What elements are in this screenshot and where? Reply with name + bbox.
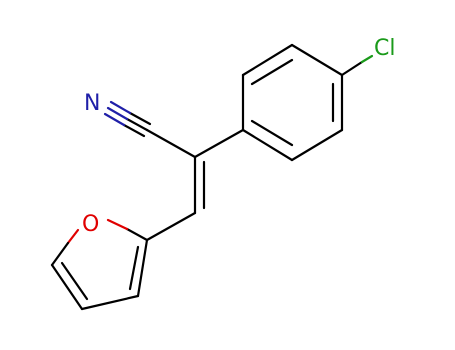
nitrile-triple-bond (103, 100, 152, 138)
ring-bond-e (241, 128, 294, 162)
ring-inner-bond-3 (250, 119, 294, 147)
c-cl-bond (340, 60, 364, 77)
chlorophenyl-ring (241, 43, 344, 162)
ring-bond-b (290, 43, 344, 77)
chlorine-label: Cl (374, 36, 395, 61)
ring-to-alpha-bond (193, 128, 245, 159)
ring-bond-d (290, 128, 344, 162)
furan-ring (50, 218, 149, 311)
ring-inner-bond-1 (250, 58, 294, 86)
beta-to-furan-bond (145, 211, 197, 242)
alpha-to-nitrile-bond (145, 128, 197, 159)
ring-bond-a (241, 43, 294, 77)
c-cl-bond-colored (360, 54, 374, 64)
nitrogen-label: N (84, 91, 100, 116)
oxygen-label: O (82, 212, 99, 237)
